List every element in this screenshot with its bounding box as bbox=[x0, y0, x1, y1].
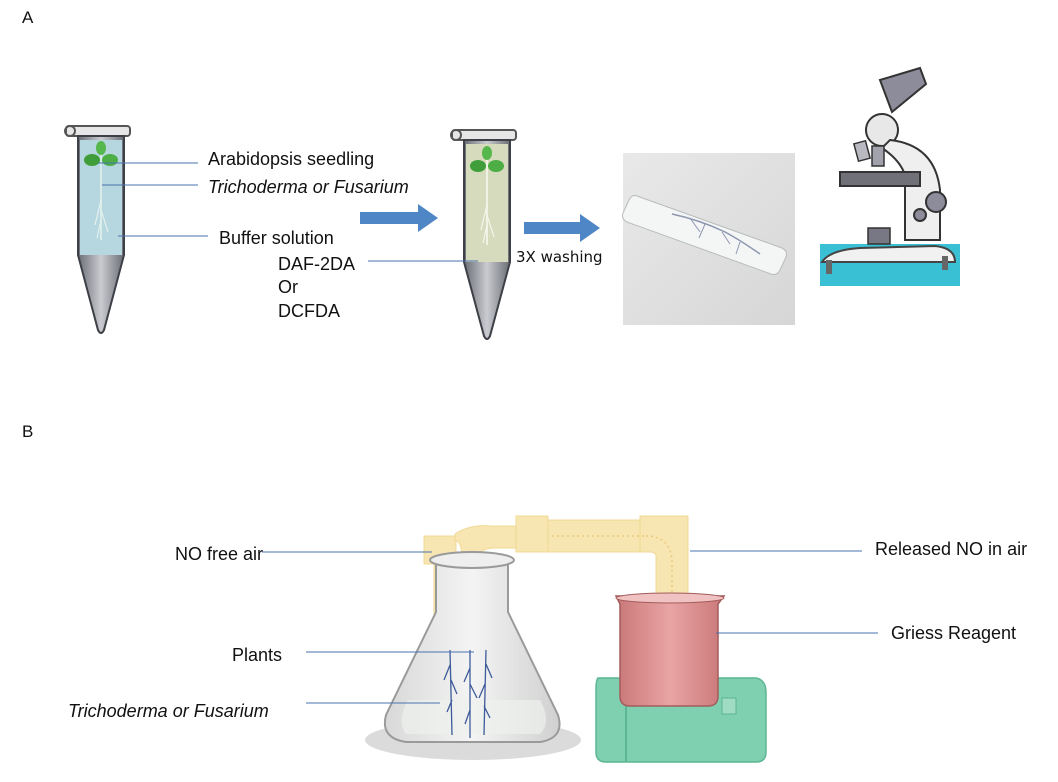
griess-reagent-setup bbox=[595, 592, 767, 763]
label-dcfda: DCFDA bbox=[278, 301, 340, 321]
erlenmeyer-flask bbox=[365, 551, 581, 760]
label-no-free-air: NO free air bbox=[175, 544, 264, 564]
panel-a-letter: A bbox=[22, 8, 34, 27]
label-3x-washing: 3X washing bbox=[516, 248, 603, 266]
label-trichoderma-or-fusarium-b: Trichoderma or Fusarium bbox=[68, 701, 269, 721]
label-released-no-in-air: Released NO in air bbox=[875, 539, 1028, 559]
label-daf-2da: DAF-2DA bbox=[278, 254, 356, 274]
tube-1 bbox=[64, 125, 131, 334]
tubing-detail bbox=[552, 535, 673, 594]
label-buffer-solution: Buffer solution bbox=[219, 228, 334, 248]
label-plants: Plants bbox=[232, 645, 283, 665]
label-arabidopsis-seedling: Arabidopsis seedling bbox=[208, 149, 375, 169]
label-trichoderma-or-fusarium-a: Trichoderma or Fusarium bbox=[208, 177, 409, 197]
arrow-2 bbox=[524, 214, 600, 242]
label-griess-reagent: Griess Reagent bbox=[891, 623, 1017, 643]
arrow-1 bbox=[360, 204, 438, 232]
label-or: Or bbox=[278, 277, 298, 297]
panel-b-letter: B bbox=[22, 422, 34, 441]
microscope-slide-photo bbox=[622, 153, 795, 325]
panel-b-leader-lines bbox=[262, 550, 878, 704]
tube-2 bbox=[450, 129, 517, 340]
microscope-icon bbox=[820, 66, 960, 286]
panel-a-leader-lines bbox=[98, 162, 478, 262]
